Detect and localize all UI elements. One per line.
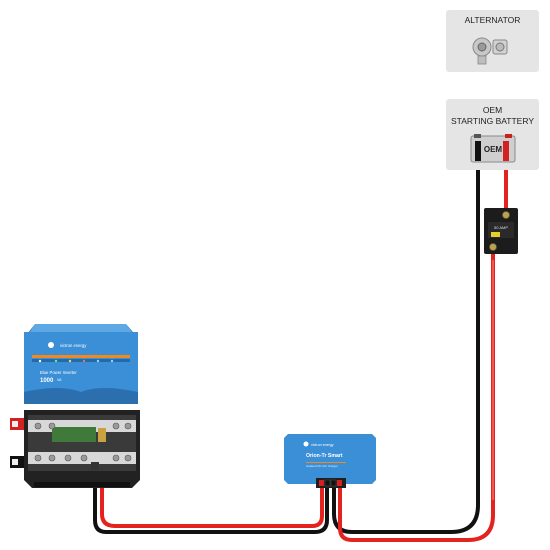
orion-subtitle-text: Isolated DC-DC charger — [306, 464, 338, 468]
breaker-reset-lever — [491, 232, 500, 237]
orion-orange-stripe — [306, 462, 346, 463]
inverter-unit: VA — [57, 378, 62, 382]
alternator-icon — [472, 37, 508, 65]
orion-dc-dc-charger: victron energy Orion-Tr Smart Isolated D… — [284, 434, 376, 488]
oem-battery-label-line1: OEM — [483, 105, 502, 115]
busbar-positive-cable-lug — [98, 428, 106, 442]
battery-negative-terminal-lug — [475, 141, 481, 161]
alternator-panel: ALTERNATOR — [446, 10, 539, 72]
circuit-breaker: 50 AMP — [484, 208, 518, 254]
victron-logo-icon — [48, 342, 54, 348]
negative-wire-orion-to-busbar — [93, 464, 329, 534]
alternator-label: ALTERNATOR — [465, 15, 521, 25]
orion-model-text: Orion-Tr Smart — [306, 453, 343, 459]
busbar-distributor — [10, 410, 140, 488]
busbar-fuse-plate — [52, 427, 96, 442]
battery-positive-terminal-lug — [503, 141, 509, 161]
inverter: victron energy Blue Power Inverter 1000 … — [24, 324, 138, 404]
positive-wire-fuse-to-orion — [338, 248, 495, 542]
battery-brand-text: OEM — [484, 145, 503, 154]
orion-logo-icon — [303, 441, 309, 447]
busbar-negative-cable-lug — [91, 462, 99, 470]
positive-wire-orion-to-busbar — [100, 438, 324, 528]
inverter-model-line1: Blue Power Inverter — [40, 370, 77, 375]
inverter-model-line2: 1000 — [40, 378, 54, 384]
wires — [93, 158, 508, 542]
busbar-bolts — [34, 422, 132, 462]
orion-brand-text: victron energy — [311, 443, 334, 447]
oem-battery-panel: OEM STARTING BATTERY OEM — [446, 99, 539, 170]
inverter-status-leds — [38, 359, 114, 363]
negative-wire-battery-to-orion — [332, 158, 480, 534]
oem-battery-label-line2: STARTING BATTERY — [451, 116, 534, 126]
inverter-brand-text: victron energy — [60, 343, 87, 348]
inverter-orange-stripe — [32, 355, 130, 358]
breaker-rating-text: 50 AMP — [494, 225, 508, 230]
